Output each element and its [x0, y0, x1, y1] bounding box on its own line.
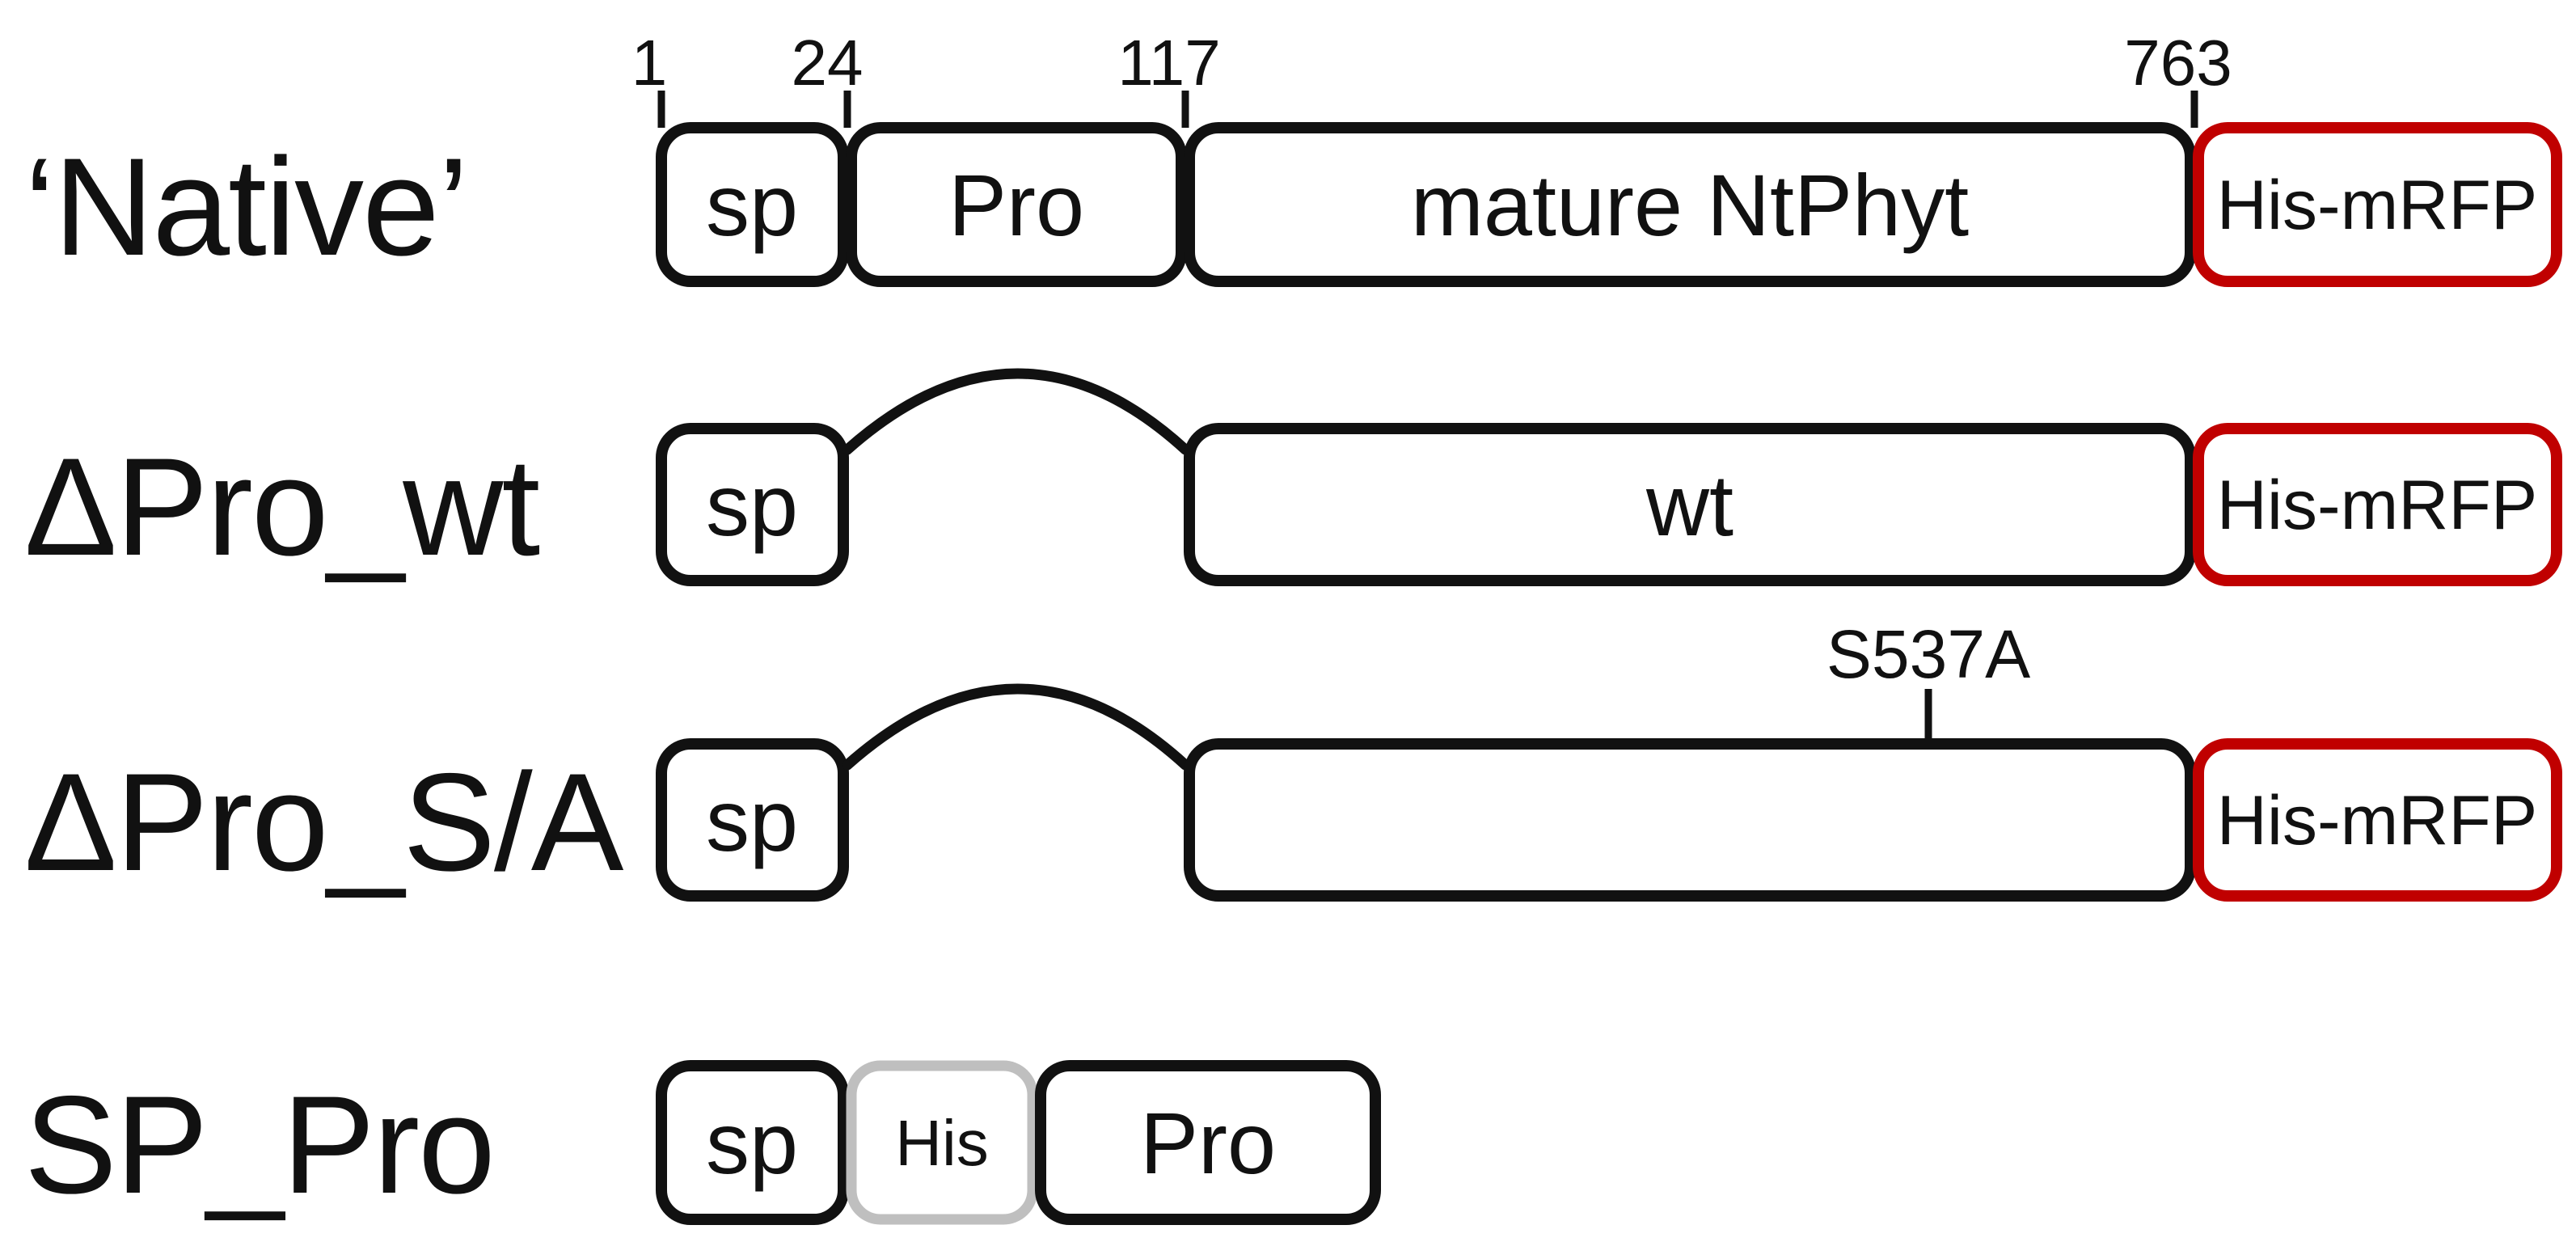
dpro-wt-deletion-arc: [842, 368, 1191, 455]
native-mature-ntphyt-label: mature NtPhyt: [1411, 156, 1969, 254]
sp-pro-sp-domain-box: [656, 1060, 849, 1225]
sp-pro-his-label: His: [895, 1107, 989, 1179]
sp-pro-his-tag-box: [846, 1060, 1038, 1225]
row-label-sp-pro: SP_Pro: [24, 1067, 494, 1223]
native-his-mrfp-domain-box: [2193, 122, 2562, 287]
dpro-wt-wt-domain-box: [1184, 423, 2196, 586]
row-dpro-wt: ΔPro_wt sp wt His-mRFP: [24, 368, 2562, 586]
dpro-sa-his-mrfp-label: His-mRFP: [2217, 782, 2538, 860]
dpro-wt-his-mrfp-domain-box: [2193, 423, 2562, 586]
dpro-sa-mutant-domain-box: [1184, 738, 2196, 902]
dpro-sa-deletion-arc: [842, 683, 1191, 771]
scale-tick-label-24: 24: [792, 27, 864, 99]
dpro-wt-wt-label: wt: [1645, 456, 1734, 554]
mutation-annotation-s537a: S537A: [1826, 616, 2030, 692]
row-label-native: ‘Native’: [24, 129, 467, 285]
row-label-dpro-wt: ΔPro_wt: [24, 429, 539, 585]
row-dpro-sa: ΔPro_S/A S537A sp His-mRFP: [24, 616, 2562, 902]
dpro-sa-his-mrfp-domain-box: [2193, 738, 2562, 902]
scale-tick-label-117: 117: [1117, 27, 1221, 99]
row-sp-pro: SP_Pro sp His Pro: [24, 1060, 1381, 1225]
scale-tick-label-763: 763: [2124, 27, 2232, 99]
native-mature-ntphyt-domain-box: [1184, 122, 2196, 287]
dpro-sa-sp-label: sp: [706, 771, 798, 869]
dpro-sa-sp-domain-box: [656, 738, 849, 902]
row-native: ‘Native’ 1 24 117 763 sp Pro mature NtPh…: [24, 27, 2562, 287]
dpro-wt-sp-label: sp: [706, 456, 798, 554]
dpro-wt-sp-domain-box: [656, 423, 849, 586]
row-label-dpro-sa: ΔPro_S/A: [24, 745, 624, 900]
native-pro-label: Pro: [948, 156, 1084, 254]
sp-pro-sp-label: sp: [706, 1094, 798, 1192]
native-his-mrfp-label: His-mRFP: [2217, 167, 2538, 244]
native-sp-label: sp: [706, 156, 798, 254]
sp-pro-pro-domain-box: [1035, 1060, 1381, 1225]
native-sp-domain-box: [656, 122, 849, 287]
scale-tick-label-1: 1: [631, 27, 668, 99]
sp-pro-pro-label: Pro: [1140, 1094, 1276, 1192]
native-pro-domain-box: [846, 122, 1187, 287]
dpro-wt-his-mrfp-label: His-mRFP: [2217, 467, 2538, 544]
